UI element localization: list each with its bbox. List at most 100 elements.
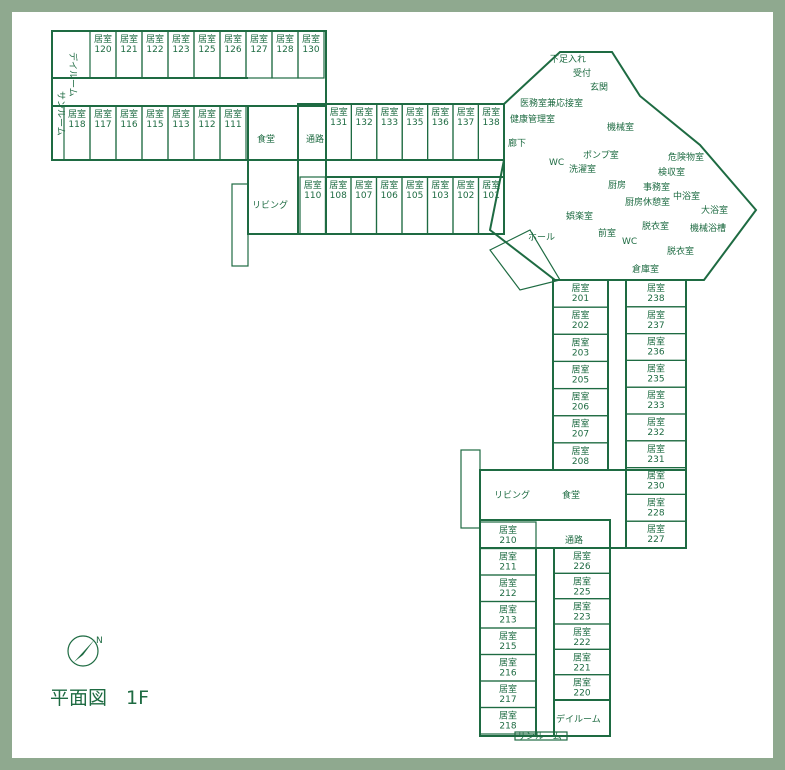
kitchen-label: 厨房 [608, 179, 626, 191]
room-label: 居室 [571, 363, 589, 375]
room-label: 居室 [198, 33, 216, 45]
room-number: 217 [499, 695, 516, 705]
room-number: 222 [573, 638, 590, 648]
sun-room-label-a: サンルーム [55, 91, 66, 136]
room-number: 117 [94, 120, 111, 130]
room-number: 212 [499, 589, 516, 599]
room-label: 居室 [380, 106, 398, 118]
room-number: 213 [499, 616, 516, 626]
room-number: 116 [120, 120, 137, 130]
room-label: 居室 [573, 550, 591, 562]
room-number: 205 [572, 375, 589, 385]
room-label: 居室 [573, 626, 591, 638]
room-label: 居室 [571, 336, 589, 348]
room-label: 居室 [329, 179, 347, 191]
room-number: 221 [573, 663, 590, 673]
room-number: 230 [647, 482, 664, 492]
room-number: 203 [572, 348, 589, 358]
room-number: 106 [381, 191, 398, 201]
shoe-label: 下足入れ [550, 54, 586, 65]
room-number: 218 [499, 722, 516, 732]
rest-label: 厨房休憩室 [625, 196, 670, 208]
day-room-label-a: デイルーム [67, 52, 79, 97]
room-number: 120 [94, 45, 111, 55]
room-label: 居室 [482, 106, 500, 118]
corridor-label-c: 通路 [565, 534, 583, 546]
room-label: 居室 [120, 108, 138, 120]
room-number: 132 [356, 118, 373, 128]
floor-plan: 居室120居室121居室122居室123居室125居室126居室127居室128… [50, 30, 758, 742]
living-label-a: リビング [252, 199, 288, 211]
room-label: 居室 [94, 33, 112, 45]
room-number: 102 [457, 191, 474, 201]
room-number: 133 [381, 118, 398, 128]
room-number: 112 [198, 120, 215, 130]
wc-label-1: WC [549, 158, 564, 168]
room-number: 225 [573, 587, 590, 597]
room-number: 220 [573, 689, 590, 699]
changing-label-2: 脱衣室 [667, 245, 694, 257]
storage-label: 倉庫室 [632, 263, 659, 275]
room-label: 居室 [94, 108, 112, 120]
room-number: 211 [499, 563, 516, 573]
room-label: 居室 [571, 309, 589, 321]
room-number: 227 [647, 535, 664, 545]
room-number: 201 [572, 294, 589, 304]
room-number: 130 [302, 45, 319, 55]
reception-label: 受付 [573, 67, 591, 79]
room-label: 居室 [146, 33, 164, 45]
room-label: 居室 [172, 33, 190, 45]
room-label: 居室 [499, 577, 517, 589]
room-number: 232 [647, 428, 664, 438]
room-label: 居室 [647, 416, 665, 428]
room-label: 居室 [647, 336, 665, 348]
room-label: 居室 [250, 33, 268, 45]
room-number: 226 [573, 562, 590, 572]
room-number: 216 [499, 669, 516, 679]
room-number: 126 [224, 45, 241, 55]
room-number: 131 [330, 118, 347, 128]
room-number: 237 [647, 321, 664, 331]
room-label: 居室 [571, 418, 589, 430]
room-number: 127 [250, 45, 267, 55]
dangerous-label: 危険物室 [668, 151, 704, 163]
dining-label-a: 食堂 [257, 133, 275, 145]
room-number: 138 [483, 118, 500, 128]
room-label: 居室 [172, 108, 190, 120]
room-label: 居室 [146, 108, 164, 120]
room-label: 居室 [573, 575, 591, 587]
dining-label-c: 食堂 [562, 489, 580, 501]
day-room-label-d: デイルーム [556, 713, 601, 725]
room-label: 居室 [647, 443, 665, 455]
room-number: 238 [647, 294, 664, 304]
room-number: 207 [572, 430, 589, 440]
room-label: 居室 [499, 524, 517, 536]
compass-label: N [96, 636, 103, 646]
room-label: 居室 [499, 683, 517, 695]
room-number: 236 [647, 348, 664, 358]
medical-label: 医務室兼応接室 [520, 97, 583, 109]
